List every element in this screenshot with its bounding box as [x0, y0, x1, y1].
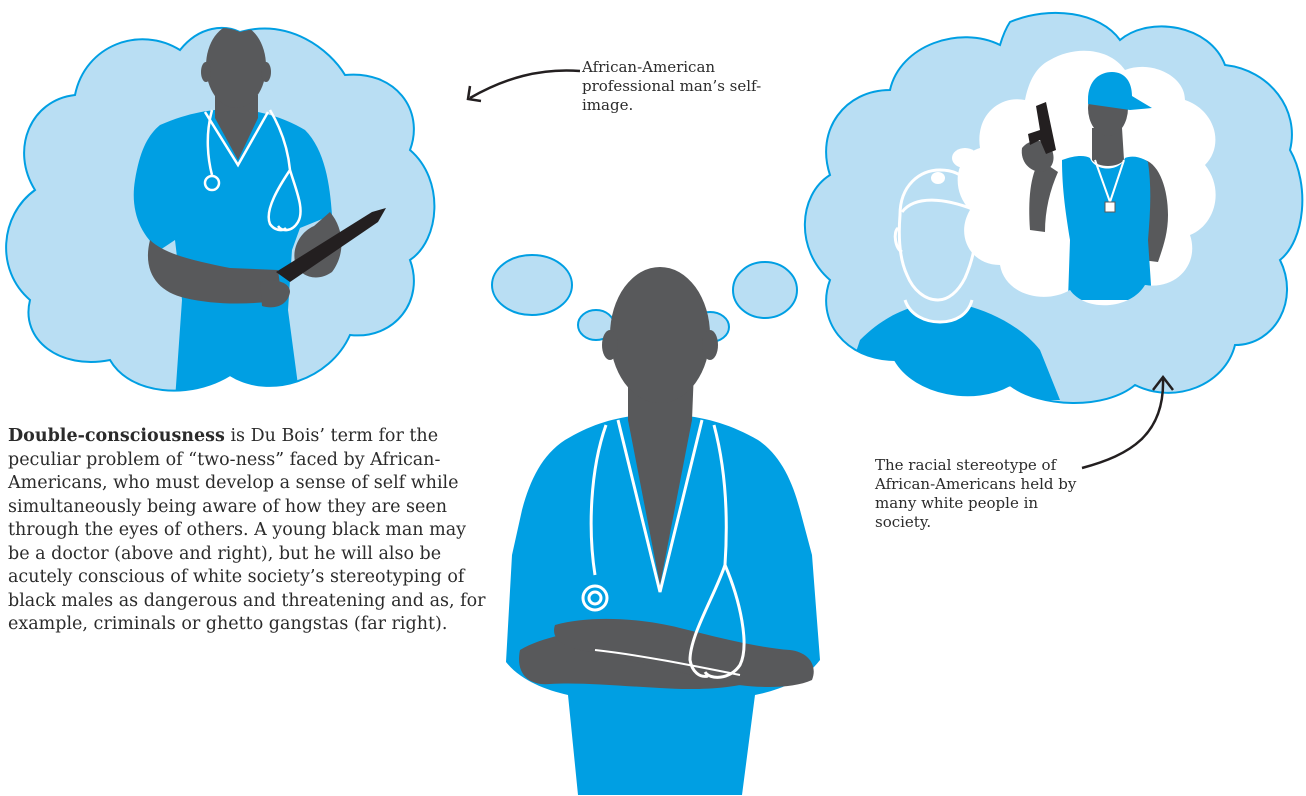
stereotype-cloud — [803, 11, 1304, 404]
body-term: Double-consciousness — [8, 426, 225, 446]
stethoscope-icon — [581, 424, 746, 679]
doctor-figure-icon — [133, 27, 386, 391]
body-text: is Du Bois’ term for the peculiar proble… — [8, 426, 486, 634]
clipboard-icon — [276, 208, 386, 282]
self-image-cloud — [5, 27, 436, 392]
self-image-caption: African-American professional man’s self… — [582, 58, 762, 114]
thought-bubbles-left — [491, 254, 615, 341]
gun-icon — [1028, 102, 1056, 154]
arrow-head — [1152, 374, 1174, 391]
body-paragraph: Double-consciousness is Du Bois’ term fo… — [8, 425, 488, 637]
center-doctor-figure-icon — [506, 267, 820, 795]
arrow-icon — [1081, 377, 1165, 470]
arrow-head — [466, 85, 482, 103]
stereotype-caption: The racial stereotype of African-America… — [875, 456, 1077, 531]
gangsta-figure-icon — [1021, 72, 1168, 300]
stethoscope-icon — [203, 109, 302, 232]
arrow-icon — [469, 69, 581, 100]
